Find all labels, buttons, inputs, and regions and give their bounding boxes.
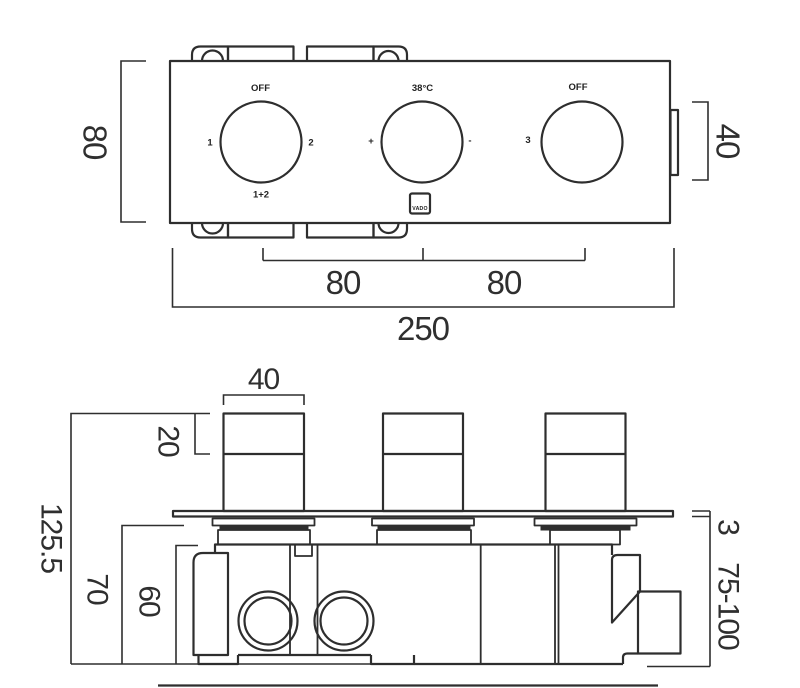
dim-handle-40: 40 xyxy=(222,363,305,405)
dim-70-text: 70 xyxy=(81,573,114,605)
body-foot-right xyxy=(369,655,416,666)
mounting-tabs-top xyxy=(190,45,409,62)
dim-60-text: 60 xyxy=(133,585,166,617)
inlet-port-1-outer xyxy=(237,590,299,652)
dim-outlet-40: 40 xyxy=(692,101,746,181)
dim-right-cluster: 3 75-100 xyxy=(647,510,745,668)
dim-width-250-text: 250 xyxy=(397,310,450,347)
brand-logo: VADO xyxy=(408,192,432,215)
dim-pitch-80-80: 80 80 xyxy=(262,248,586,301)
dial1-label-1plus2: 1+2 xyxy=(253,190,269,201)
dial-1 xyxy=(219,100,303,184)
inlet-port-2-outer xyxy=(313,590,375,652)
side-view: 40 20 125.5 70 60 3 75-100 xyxy=(35,363,745,687)
mounting-tabs-bottom xyxy=(190,222,409,239)
valve-body xyxy=(192,543,682,666)
dim-height-80-text: 80 xyxy=(76,125,113,160)
handle-1 xyxy=(222,412,306,513)
dim-left-cluster: 20 125.5 70 60 xyxy=(35,412,623,665)
wall-plate-edge xyxy=(171,509,675,518)
dial2-label-plus: + xyxy=(368,136,374,147)
dim-pitch-right-text: 80 xyxy=(487,264,522,301)
escutcheons xyxy=(211,517,638,527)
top-view: OFF 1 2 1+2 38°C + - OFF 3 VADO 80 40 80… xyxy=(76,45,746,347)
body-notch xyxy=(294,544,313,557)
dial1-label-off: OFF xyxy=(251,83,270,94)
outlet-elbow-upper xyxy=(610,553,642,624)
body-foot-left xyxy=(197,655,240,666)
dim-plate-3-text: 3 xyxy=(712,519,745,535)
dial-3 xyxy=(540,100,624,184)
side-outlet-tab xyxy=(669,108,680,177)
dial-2 xyxy=(380,100,464,184)
body-left-bracket xyxy=(192,551,230,657)
brand-logo-text: VADO xyxy=(412,206,427,212)
handle-2 xyxy=(381,412,465,513)
dim-depth-75-100-text: 75-100 xyxy=(712,562,745,650)
dim-height-80: 80 xyxy=(76,60,146,223)
dial3-label-3: 3 xyxy=(525,135,530,146)
dim-handle-40-text: 40 xyxy=(248,363,280,396)
dim-cap-20-text: 20 xyxy=(152,425,185,457)
dim-pitch-left-text: 80 xyxy=(326,264,361,301)
dial2-label-38c: 38°C xyxy=(412,83,433,94)
dial2-label-minus: - xyxy=(468,136,471,147)
outlet-elbow-block xyxy=(636,590,682,655)
inlet-port-2-inner xyxy=(319,596,369,646)
bonnets xyxy=(217,529,621,546)
dim-outlet-40-text: 40 xyxy=(709,124,746,159)
dial3-label-off: OFF xyxy=(569,82,588,93)
dial1-label-2: 2 xyxy=(308,138,313,149)
dim-total-125-text: 125.5 xyxy=(35,503,68,573)
dial1-label-1: 1 xyxy=(207,138,213,149)
handle-3 xyxy=(544,412,627,513)
dim-width-250: 250 xyxy=(171,248,675,347)
inlet-port-1-inner xyxy=(243,596,293,646)
